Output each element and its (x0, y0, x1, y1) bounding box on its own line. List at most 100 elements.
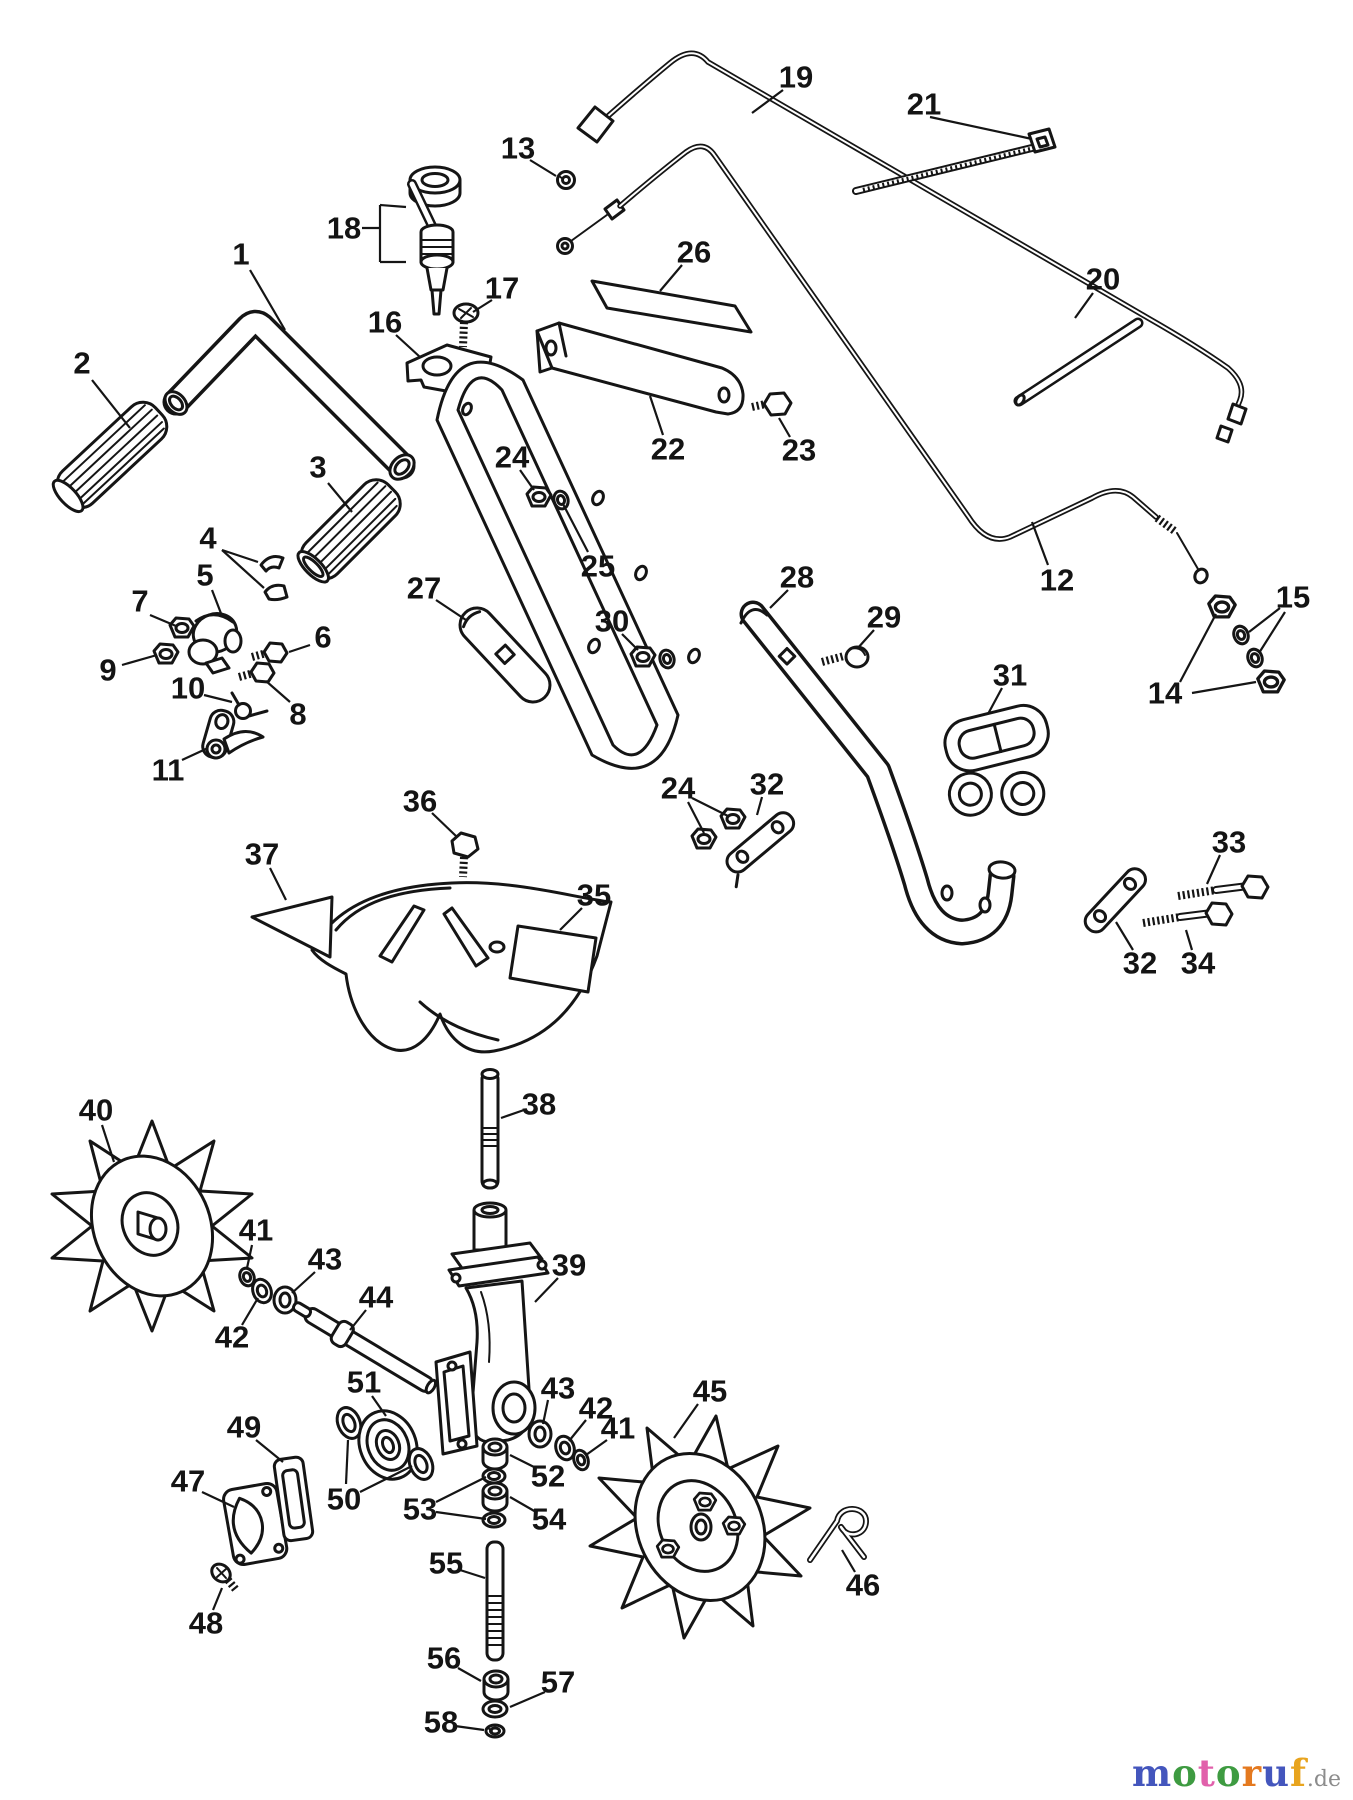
strap-32-right-drawing (1083, 867, 1148, 934)
leader-line (181, 747, 209, 761)
leader-line (249, 269, 286, 331)
part-number-label: 30 (595, 604, 629, 639)
watermark-letter: o (1172, 1751, 1198, 1795)
leader-line (1115, 921, 1134, 951)
callout-13: 13 (501, 131, 557, 177)
part-number-label: 46 (846, 1568, 880, 1603)
leader-line (568, 1419, 587, 1442)
handle-frame-loop-drawing (435, 360, 701, 770)
leader-line (459, 1568, 486, 1580)
leader-line (379, 203, 407, 209)
callout-54: 54 (509, 1496, 567, 1537)
axle-44-drawing (291, 1301, 438, 1395)
leader-line (255, 1439, 284, 1463)
grip-2-drawing (51, 400, 169, 514)
leader-line (659, 264, 683, 292)
callout-41: 41 (239, 1213, 273, 1269)
leader-line (1191, 680, 1257, 695)
leader-line (751, 89, 784, 114)
callout-53: 53 (403, 1476, 487, 1527)
gearbox-39-drawing (434, 1201, 550, 1456)
leader-line (221, 549, 265, 589)
part-number-label: 43 (541, 1371, 575, 1406)
leader-line (691, 797, 729, 817)
screw-48-drawing (210, 1562, 241, 1594)
part-number-label: 6 (314, 620, 331, 655)
callout-6: 6 (288, 620, 332, 655)
leader-line (769, 589, 789, 609)
callout-2: 2 (73, 346, 131, 429)
part-number-label: 58 (424, 1705, 458, 1740)
leader-line (241, 1297, 259, 1326)
part-number-label: 37 (245, 837, 279, 872)
bolt-38-drawing (480, 1068, 500, 1190)
callout-8: 8 (265, 680, 307, 732)
part-number-label: 16 (368, 305, 402, 340)
part-number-label: 5 (196, 558, 213, 593)
callout-50: 50 (327, 1439, 413, 1517)
part-number-label: 21 (907, 87, 941, 122)
part-number-label: 49 (227, 1410, 261, 1445)
part-number-label: 50 (327, 1482, 361, 1517)
part-number-label: 41 (601, 1411, 635, 1446)
part-number-label: 42 (215, 1320, 249, 1355)
callout-56: 56 (427, 1641, 482, 1682)
tube-28-drawing (739, 600, 1017, 946)
leader-line (211, 1587, 224, 1611)
bushing-56-drawing (482, 1669, 510, 1702)
part-number-label: 13 (501, 131, 535, 166)
callout-14: 14 (1148, 613, 1257, 711)
callout-5: 5 (196, 558, 224, 617)
callout-41: 41 (585, 1411, 635, 1456)
part-number-label: 22 (651, 432, 685, 467)
watermark: motoruf.de (1132, 1755, 1341, 1792)
cover-27-drawing (458, 606, 552, 704)
callout-11: 11 (152, 747, 209, 788)
leader-line (1030, 521, 1050, 566)
part-number-label: 24 (661, 771, 696, 806)
nut-30-drawing (629, 645, 657, 668)
callout-21: 21 (907, 87, 1033, 141)
leader-line (472, 299, 493, 313)
part-number-label: 23 (782, 433, 816, 468)
callout-36: 36 (403, 784, 457, 837)
callout-49: 49 (227, 1410, 284, 1463)
callout-45: 45 (673, 1374, 727, 1439)
part-number-label: 17 (485, 271, 519, 306)
callout-9: 9 (99, 653, 158, 688)
callout-31: 31 (987, 658, 1027, 715)
bolt-29-drawing (820, 645, 870, 669)
leader-line (435, 1476, 487, 1503)
callout-42: 42 (568, 1391, 613, 1442)
leader-line (509, 1690, 546, 1709)
spring-10-drawing (230, 691, 269, 720)
part-number-label: 57 (541, 1665, 575, 1700)
callout-1: 1 (232, 237, 286, 331)
leader-line (687, 801, 705, 834)
part-number-label: 52 (531, 1459, 565, 1494)
hairpin-46-drawing (807, 1506, 869, 1563)
callout-7: 7 (131, 584, 177, 628)
part-number-label: 35 (577, 878, 611, 913)
part-number-label: 24 (495, 440, 530, 475)
leader-line (1258, 611, 1286, 654)
leader-line (371, 1395, 387, 1417)
leader-line (291, 1271, 316, 1294)
grip-3-drawing (296, 478, 402, 584)
washer-15-drawing (1229, 622, 1253, 648)
watermark-letter: f (1289, 1751, 1307, 1795)
callout-25: 25 (562, 503, 615, 584)
leader-line (457, 1667, 482, 1682)
callout-28: 28 (769, 560, 814, 609)
leader-line (210, 589, 224, 617)
leader-line (559, 907, 583, 931)
bushing-43-drawing (272, 1285, 298, 1315)
callout-52: 52 (509, 1454, 565, 1494)
nut-14b-drawing (1256, 669, 1286, 694)
leader-line (203, 693, 233, 704)
part-number-label: 43 (308, 1242, 342, 1277)
cover-47-drawing (222, 1481, 289, 1567)
part-number-label: 8 (289, 697, 306, 732)
leader-line (121, 653, 158, 667)
